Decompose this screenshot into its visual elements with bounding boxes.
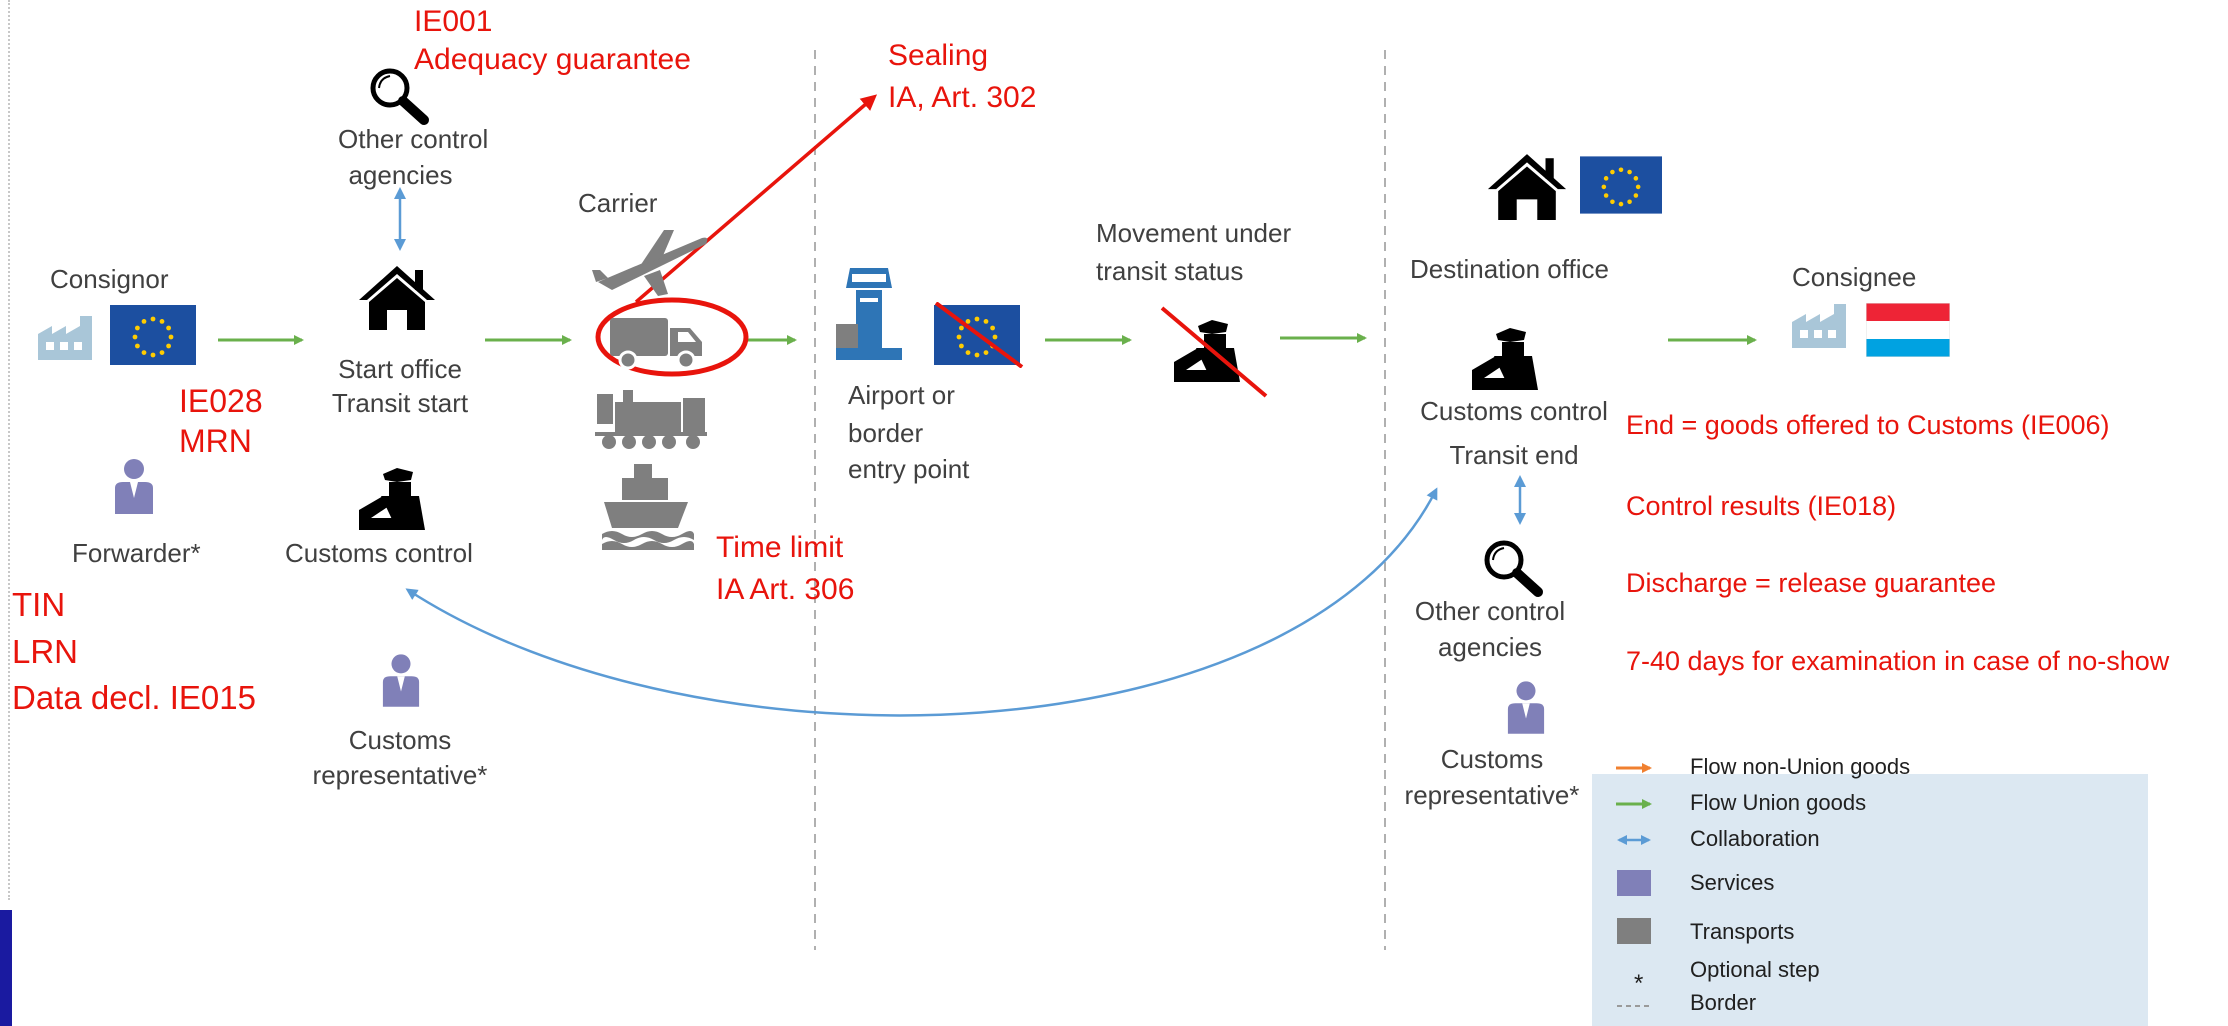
legend-panel (1592, 774, 2148, 1026)
ship-icon (602, 464, 694, 550)
legend-flow-non-union: Flow non-Union goods (1690, 754, 1911, 779)
destination-office-label: Destination office (1410, 254, 1609, 284)
other-agencies-end-line2: agencies (1437, 632, 1543, 662)
transit-start-label: Transit start (331, 388, 469, 418)
legend-border: Border (1690, 990, 1757, 1015)
time-limit-article-label: IA Art. 306 (716, 573, 855, 606)
ie001-label: IE001 (414, 5, 493, 38)
transit-end-label: Transit end (1449, 440, 1579, 470)
consignee-label: Consignee (1792, 262, 1917, 292)
eu-flag-icon (110, 305, 196, 365)
legend-services: Services (1690, 870, 1775, 895)
customs-control-end-label: Customs control (1420, 396, 1608, 426)
customs-rep-end-line1: Customs (1440, 744, 1544, 774)
customs-officer-destination-icon (1472, 328, 1538, 390)
legend-optional-symbol: * (1634, 970, 1644, 997)
airport-tower-icon (836, 268, 902, 360)
collab-curve (405, 487, 1438, 717)
note-end-goods: End = goods offered to Customs (IE006) (1626, 410, 2110, 440)
customs-control-start-label: Customs control (285, 538, 473, 568)
sealing-arrow (634, 94, 878, 304)
magnifier-destination-icon (1484, 540, 1543, 597)
movement-line2: transit status (1096, 256, 1244, 286)
note-examination: 7-40 days for examination in case of no-… (1626, 646, 2170, 676)
adequacy-guarantee-label: Adequacy guarantee (414, 43, 691, 76)
customs-rep-start-line1: Customs (348, 725, 452, 755)
data-decl-label: Data decl. IE015 (12, 679, 256, 716)
lrn-label: LRN (12, 633, 79, 670)
truck-highlight-ellipse (595, 297, 749, 377)
customs-rep-start-line2: representative* (312, 760, 488, 790)
sealing-label: Sealing (888, 39, 989, 72)
legend-symbols (1616, 763, 1652, 1007)
time-limit-label: Time limit (716, 531, 844, 564)
magnifier-icon (370, 68, 429, 125)
factory-icon (38, 316, 92, 360)
tin-label: TIN (12, 586, 66, 623)
mrn-label: MRN (179, 423, 252, 459)
customs-officer-crossed-icon (1160, 306, 1268, 398)
destination-office-house-icon (1487, 154, 1567, 220)
forwarder-label: Forwarder* (72, 538, 201, 568)
other-agencies-start-line2: agencies (348, 160, 453, 190)
legend-flow-union: Flow Union goods (1690, 790, 1867, 815)
sealing-article-label: IA, Art. 302 (888, 81, 1037, 114)
movement-line1: Movement under (1096, 218, 1292, 248)
luxembourg-flag-icon (1866, 303, 1950, 357)
ie028-label: IE028 (179, 383, 263, 419)
customs-representative-icon (382, 654, 420, 707)
airport-line3: entry point (848, 454, 970, 484)
eu-flag-destination-icon (1580, 156, 1662, 214)
legend-collaboration: Collaboration (1690, 826, 1820, 851)
carrier-label: Carrier (578, 188, 658, 218)
other-agencies-end-line1: Other control (1414, 596, 1566, 626)
legend-optional-step: Optional step (1690, 957, 1820, 982)
forwarder-person-icon (115, 459, 153, 514)
eu-flag-crossed-icon (934, 302, 1024, 368)
legend-transports: Transports (1690, 919, 1795, 944)
customs-rep-end-line2: representative* (1404, 780, 1580, 810)
legend-services-box (1617, 870, 1651, 896)
consignee-factory-icon (1792, 304, 1846, 348)
truck-icon (610, 318, 702, 370)
note-control-results: Control results (IE018) (1626, 491, 1897, 521)
consignor-label: Consignor (50, 264, 169, 294)
train-icon (595, 390, 707, 449)
left-dotted-edge (8, 0, 10, 900)
left-blue-tab (0, 910, 12, 1026)
note-discharge: Discharge = release guarantee (1626, 568, 1996, 598)
legend-transports-box (1617, 918, 1651, 944)
airplane-icon (592, 230, 708, 296)
other-agencies-start-line1: Other control (338, 124, 489, 154)
start-office-label: Start office (338, 354, 462, 384)
start-office-house-icon (359, 266, 435, 330)
customs-representative-destination-icon (1507, 681, 1545, 734)
airport-line2: border (848, 418, 924, 448)
airport-line1: Airport or (848, 380, 955, 410)
customs-officer-icon (359, 468, 425, 530)
